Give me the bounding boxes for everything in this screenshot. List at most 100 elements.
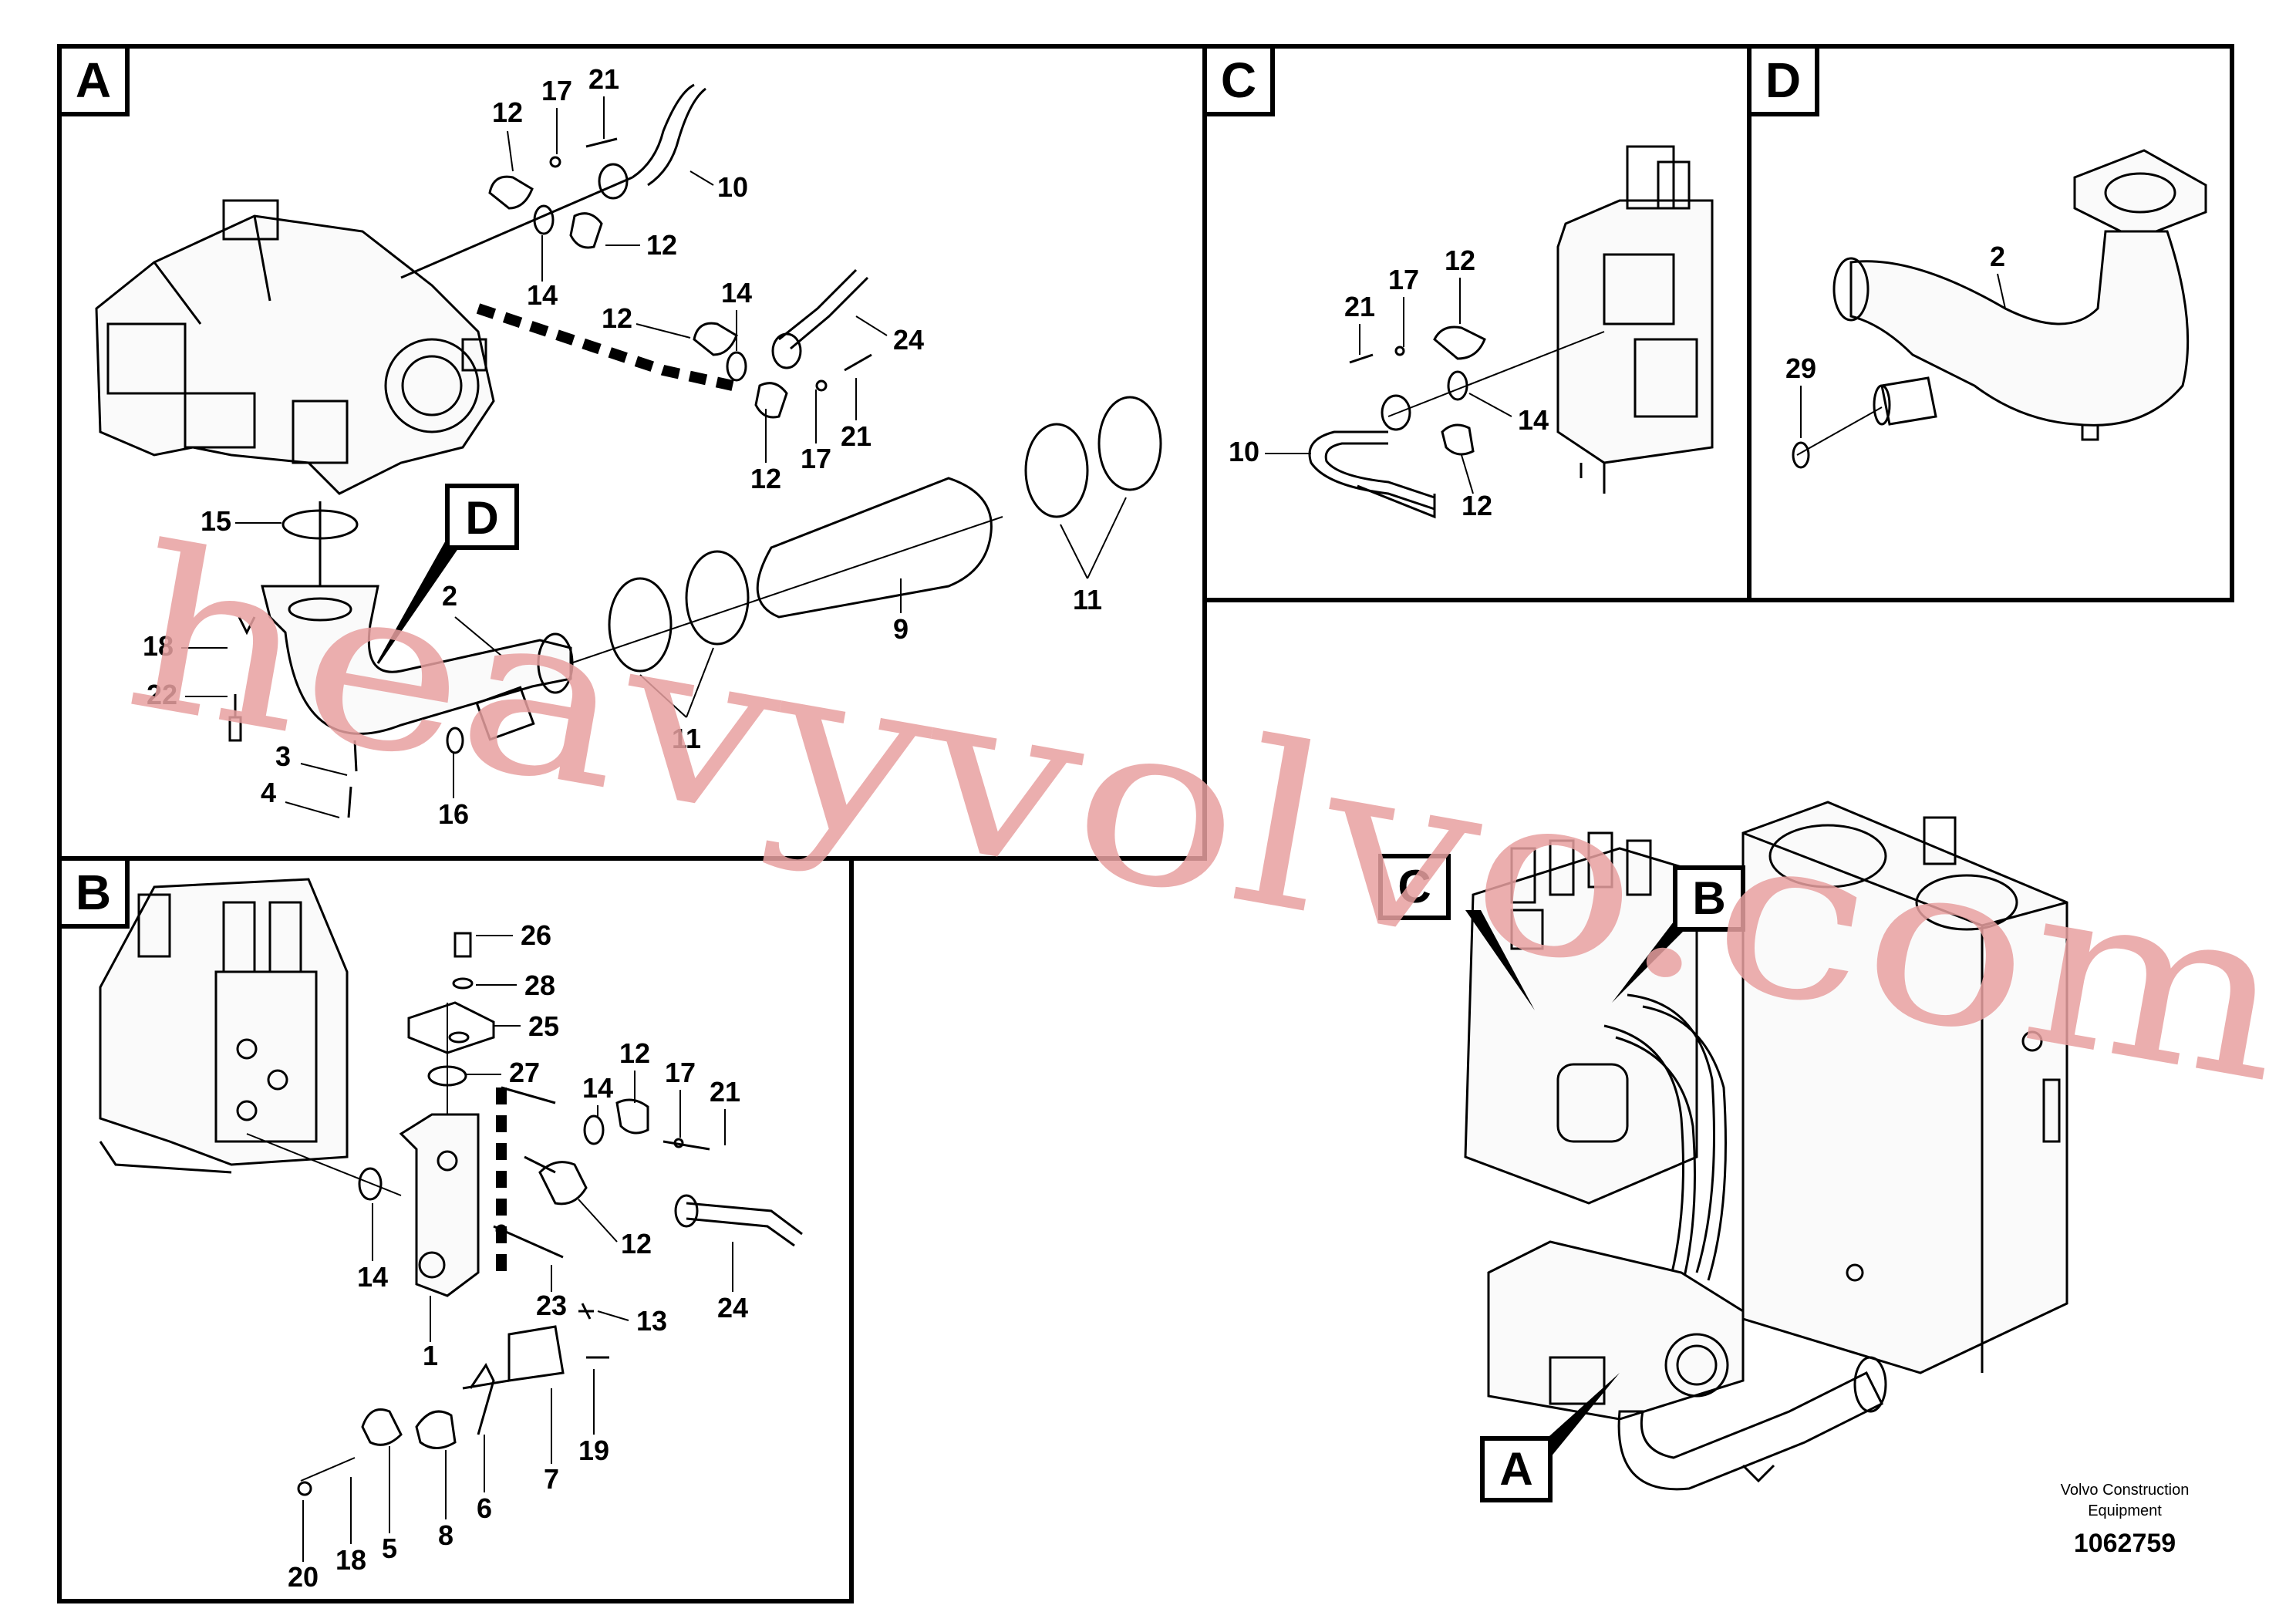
part-label: 10	[1229, 436, 1259, 467]
overview-callout-a: A	[1480, 1373, 1620, 1502]
part-label: 18	[143, 630, 174, 662]
panel-letter-b: B	[57, 856, 130, 929]
part-label: 10	[717, 171, 748, 203]
part-label: 4	[261, 777, 276, 808]
panel-frames	[57, 44, 2234, 1603]
part-label: 17	[541, 75, 572, 106]
tank-cap-2	[1915, 874, 2018, 931]
hose-dashed	[476, 303, 734, 391]
panel-b-drawing	[99, 878, 803, 1496]
part-label: 26	[521, 919, 551, 951]
part-label: 1	[423, 1340, 438, 1371]
part-label: 27	[509, 1057, 540, 1088]
overview-hose-1	[1627, 993, 1715, 1273]
part-label: 21	[710, 1076, 740, 1108]
panel-a-d-callout-text: D	[465, 492, 498, 544]
part-label: 17	[801, 443, 831, 474]
pump-block-3	[292, 400, 349, 464]
oring-16	[446, 727, 464, 754]
panel-a-d-callout: D	[445, 484, 519, 550]
panel-d-drawing	[1792, 149, 2207, 469]
part-label: 18	[335, 1544, 366, 1576]
clamp-11c	[1024, 423, 1089, 518]
panel-b-labels: 26 28 25 27 12 14 17 21 14 12 23 24 1 13…	[288, 919, 748, 1593]
part-label: 15	[201, 505, 231, 537]
part-label: 20	[288, 1561, 319, 1593]
oring-14d	[358, 1167, 383, 1201]
part-label: 14	[1518, 404, 1549, 436]
part-label: 29	[1785, 352, 1816, 384]
part-label: 24	[717, 1292, 748, 1324]
credit-block: Volvo Construction Equipment 1062759	[2061, 1482, 2190, 1558]
panel-letter-a-text: A	[76, 52, 111, 108]
oring-14b	[726, 351, 747, 382]
overview-pump	[1487, 1240, 1745, 1421]
oring-29	[1792, 441, 1810, 469]
overview-callout-b: B	[1612, 865, 1745, 1003]
part-label: 12	[1445, 244, 1475, 276]
bracket-7	[507, 1325, 565, 1382]
oring-14a	[533, 204, 555, 235]
pump-block-2	[184, 392, 256, 449]
panel-c-labels: 21 17 12 10 14 12	[1229, 244, 1549, 521]
flange-half-upper	[488, 175, 534, 210]
hose-10	[632, 83, 695, 179]
overview-callout-c-text: C	[1397, 861, 1431, 912]
overview-callout-a-text: A	[1499, 1443, 1532, 1495]
pump-body	[95, 214, 495, 495]
part-label: 12	[1462, 490, 1492, 521]
part-label: 25	[528, 1010, 559, 1042]
part-label: 14	[357, 1261, 388, 1293]
credit-line-2: Equipment	[2088, 1502, 2162, 1519]
part-label: 21	[588, 63, 619, 95]
part-label: 14	[582, 1072, 613, 1104]
part-label: 12	[750, 463, 781, 494]
part-label: 7	[544, 1463, 559, 1495]
part-label: 12	[621, 1228, 652, 1259]
part-label: 5	[382, 1533, 397, 1564]
panel-a-drawing	[95, 83, 1162, 818]
panel-letter-d-text: D	[1765, 52, 1801, 108]
control-valve	[1464, 847, 1698, 1205]
flange-plate-d	[2073, 149, 2207, 241]
part-label: 11	[672, 723, 701, 754]
part-label: 17	[1388, 264, 1419, 295]
sleeve-9	[756, 477, 993, 619]
tank-cap-1	[1768, 824, 1887, 889]
part-label: 11	[1073, 584, 1102, 615]
panel-c-drawing	[1308, 145, 1714, 519]
pump-port	[384, 338, 480, 433]
panel-d-frame	[1747, 44, 2234, 602]
overview-callout-c: C	[1378, 854, 1535, 1010]
panel-letter-d: D	[1747, 44, 1819, 116]
credit-line-1: Volvo Construction	[2061, 1482, 2190, 1499]
part-label: 19	[578, 1435, 609, 1466]
part-label: 14	[721, 277, 752, 309]
part-label: 9	[893, 613, 909, 645]
part-label: 12	[492, 96, 523, 128]
drawing-number: 1062759	[2074, 1529, 2176, 1558]
part-label: 16	[438, 798, 469, 830]
oring-15	[282, 509, 359, 540]
panel-b-frame	[57, 856, 854, 1603]
flange-half-lower	[569, 212, 603, 249]
clamp-11a	[608, 577, 673, 673]
part-label: 13	[636, 1305, 667, 1337]
clamp-11d	[1097, 396, 1162, 491]
pipe-2-d	[1849, 230, 2190, 427]
part-label: 28	[524, 969, 555, 1001]
part-label: 24	[893, 324, 924, 356]
part-label: 3	[275, 740, 291, 772]
panel-d-labels: 2 29	[1785, 241, 2006, 438]
part-label: 12	[602, 302, 632, 334]
overview-hose-2	[1603, 1024, 1684, 1297]
part-label: 2	[442, 580, 457, 612]
part-label: 21	[841, 420, 872, 452]
overview-callout-b-text: B	[1692, 872, 1725, 924]
clamp-11b	[685, 550, 750, 646]
hose-24-b	[686, 1202, 803, 1236]
hose-24	[778, 268, 858, 341]
overview-assembly	[1464, 801, 2068, 1491]
part-label: 23	[536, 1290, 567, 1321]
plate-25	[407, 1001, 495, 1054]
